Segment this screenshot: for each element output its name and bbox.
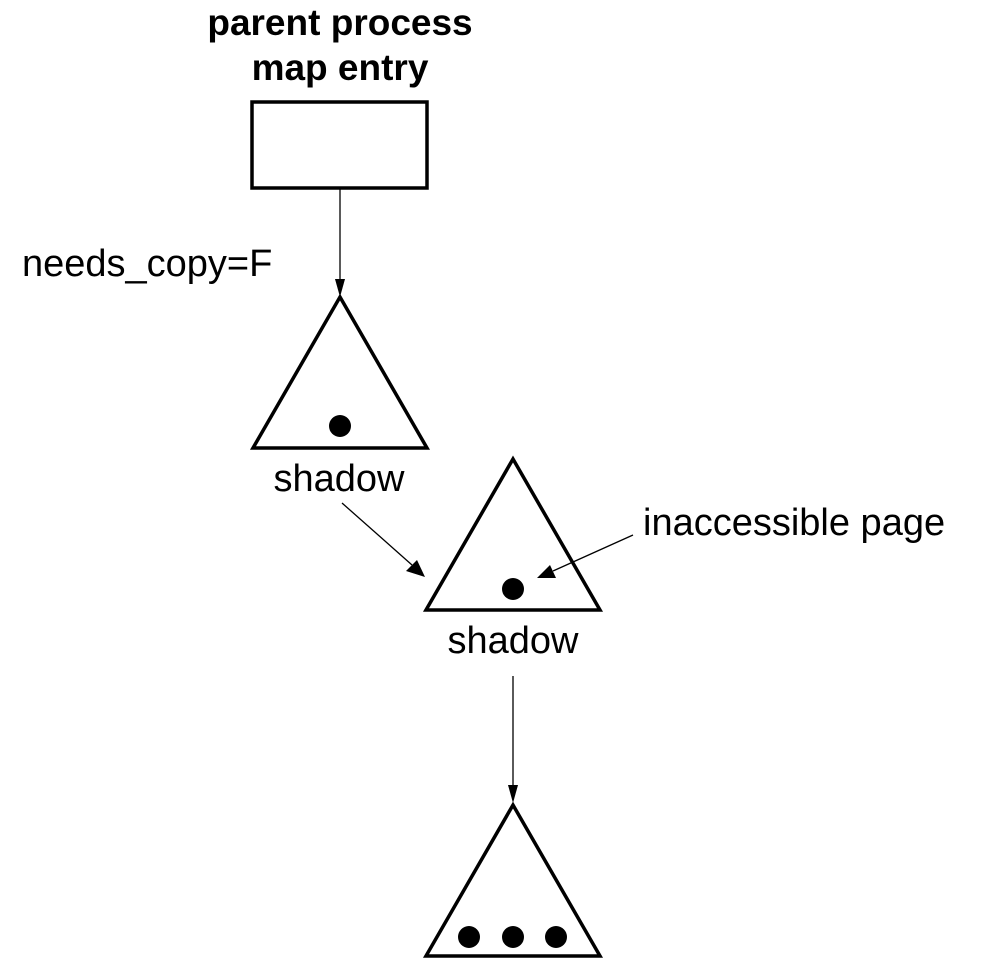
shadow-object-1-triangle xyxy=(249,293,431,450)
map-entry-to-shadow-1-arrowhead xyxy=(335,279,345,297)
shadow-2-label: shadow xyxy=(448,620,580,662)
shadow-object-2-triangle xyxy=(422,455,604,612)
backing-object-page-dot-3 xyxy=(545,926,567,948)
title-line-2: map entry xyxy=(252,47,429,88)
backing-object-page-dot-1 xyxy=(458,926,480,948)
shadow-2-to-backing-object-arrowhead xyxy=(508,785,518,803)
map-entry-box xyxy=(250,100,429,190)
shadow-1-to-shadow-2-arrowhead xyxy=(406,560,425,577)
backing-object-page-dot-2 xyxy=(502,926,524,948)
needs-copy-label: needs_copy=F xyxy=(22,243,272,285)
inaccessible-page-pointer-edge xyxy=(552,534,634,572)
title-line-1: parent process xyxy=(207,2,472,43)
inaccessible-page-label: inaccessible page xyxy=(643,502,945,544)
shadow-object-2-page-dot xyxy=(502,578,524,600)
shadow-object-1-page-dot xyxy=(329,415,351,437)
shadow-1-to-shadow-2-edge xyxy=(341,502,413,566)
inaccessible-page-pointer-arrowhead xyxy=(537,565,556,578)
backing-object-triangle xyxy=(422,801,604,958)
shadow-1-label: shadow xyxy=(274,458,406,500)
